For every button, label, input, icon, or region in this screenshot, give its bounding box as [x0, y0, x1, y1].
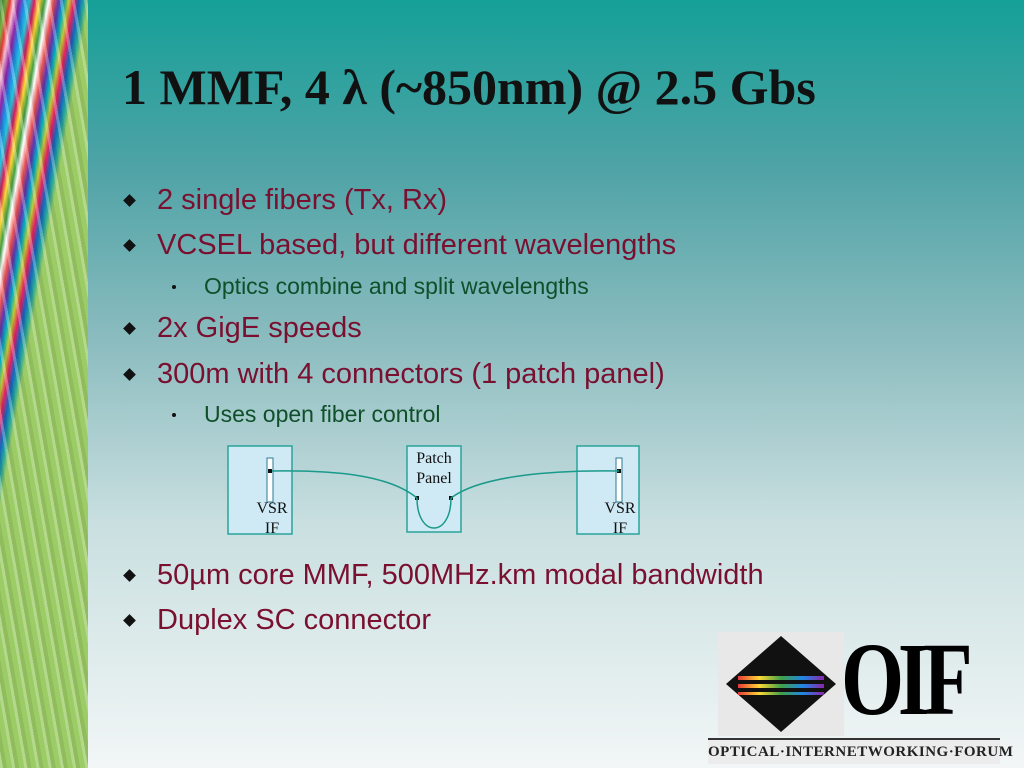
sub-bullet-item: Optics combine and split wavelengths	[172, 273, 589, 300]
left-vsr-box	[227, 445, 293, 535]
diamond-bullet-icon	[123, 368, 136, 381]
diamond-bullet-icon	[123, 614, 136, 627]
bullet-text: VCSEL based, but different wavelengths	[157, 229, 677, 261]
bullet-text: 300m with 4 connectors (1 patch panel)	[157, 358, 665, 390]
sub-bullet-text: Optics combine and split wavelengths	[204, 273, 589, 299]
bullet-item: 300m with 4 connectors (1 patch panel)	[123, 358, 665, 391]
oif-logo-letters: OIF	[841, 622, 973, 737]
bullet-text: 2x GigE speeds	[157, 312, 362, 344]
patch-panel-box	[406, 445, 462, 533]
fiber-panel-to-right	[450, 470, 620, 499]
diamond-bullet-icon	[123, 239, 136, 252]
oif-logo: OIF OPTICAL·INTERNETWORKING·FORUM	[706, 622, 1013, 764]
patch-panel-label-line2: Panel	[416, 470, 452, 487]
diamond-bullet-icon	[123, 322, 136, 335]
dot-bullet-icon	[172, 284, 176, 289]
right-box-label-line2: IF	[613, 520, 627, 537]
bullet-item: 2x GigE speeds	[123, 312, 362, 345]
left-box-label-line2: IF	[265, 520, 279, 537]
bullet-item: VCSEL based, but different wavelengths	[123, 229, 677, 262]
rainbow-side-decoration	[0, 0, 88, 768]
sub-bullet-item: Uses open fiber control	[172, 401, 441, 428]
diamond-bullet-icon	[123, 194, 136, 207]
bullet-text: 50µm core MMF, 500MHz.km modal bandwidth	[157, 559, 764, 591]
right-box-label-line1: VSR	[604, 500, 635, 517]
oif-diamond-mark	[718, 632, 844, 736]
bullet-item: 50µm core MMF, 500MHz.km modal bandwidth	[123, 559, 764, 592]
dot-bullet-icon	[172, 412, 176, 417]
right-vsr-box	[576, 445, 640, 535]
patch-loop-fiber	[416, 497, 452, 529]
right-vsr-connector	[615, 457, 623, 503]
patch-panel-label-line1: Patch	[416, 450, 452, 467]
sub-bullet-text: Uses open fiber control	[204, 401, 441, 427]
fiber-link-diagram: VSR IF Patch Panel VSR IF	[227, 445, 640, 537]
oif-tagline: OPTICAL·INTERNETWORKING·FORUM	[708, 738, 1013, 764]
slide-title: 1 MMF, 4 λ (~850nm) @ 2.5 Gbs	[122, 59, 816, 115]
left-vsr-connector	[266, 457, 274, 503]
left-port-dot	[268, 469, 272, 473]
bullet-item: 2 single fibers (Tx, Rx)	[123, 184, 448, 217]
left-box-label-line1: VSR	[256, 500, 287, 517]
bullet-text: 2 single fibers (Tx, Rx)	[157, 184, 448, 216]
diamond-bullet-icon	[123, 569, 136, 582]
bullet-text: Duplex SC connector	[157, 604, 432, 636]
fiber-left-to-panel	[271, 470, 418, 499]
bullet-item: Duplex SC connector	[123, 604, 432, 637]
